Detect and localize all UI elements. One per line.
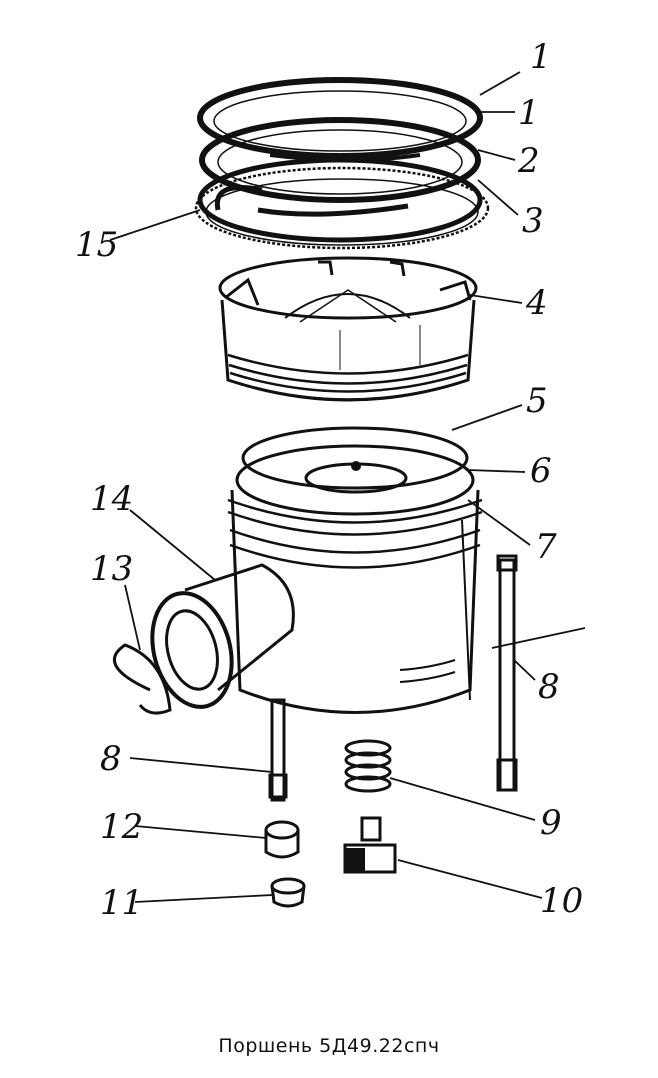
stud-8-left bbox=[268, 698, 288, 802]
piston-ring-2 bbox=[199, 117, 481, 203]
callout-8-left: 8 bbox=[100, 739, 122, 779]
callout-8-right: 8 bbox=[538, 667, 560, 707]
callout-12: 12 bbox=[100, 807, 143, 847]
stud-8-right bbox=[496, 554, 518, 792]
callout-2: 2 bbox=[517, 141, 540, 181]
callout-13: 13 bbox=[90, 549, 133, 589]
bushing-12 bbox=[264, 820, 300, 859]
leader-lines bbox=[109, 71, 586, 903]
callout-10: 10 bbox=[540, 881, 583, 921]
retaining-ring-13 bbox=[113, 643, 172, 715]
piston-body bbox=[227, 426, 483, 714]
piston-crown-4 bbox=[218, 256, 478, 402]
callout-5: 5 bbox=[526, 381, 548, 421]
figure-caption: Поршень 5Д49.22спч bbox=[218, 1035, 440, 1057]
expander-ring-15 bbox=[194, 166, 490, 250]
callout-4: 4 bbox=[525, 283, 548, 323]
callout-7: 7 bbox=[535, 527, 557, 567]
piston-pin-14 bbox=[150, 563, 295, 709]
piston-ring-1 bbox=[197, 77, 483, 159]
valve-body-10 bbox=[343, 816, 397, 874]
callout-1-group: 1 bbox=[530, 37, 552, 77]
callout-15: 15 bbox=[75, 225, 118, 265]
piston-rings-group bbox=[194, 77, 490, 250]
callout-6: 6 bbox=[530, 451, 552, 491]
callout-11: 11 bbox=[100, 883, 143, 923]
spring-9 bbox=[344, 739, 392, 793]
callout-14: 14 bbox=[90, 479, 133, 519]
callout-3: 3 bbox=[522, 201, 544, 241]
callout-9: 9 bbox=[540, 803, 562, 843]
callout-1: 1 bbox=[518, 93, 540, 133]
snap-ring-5 bbox=[241, 426, 469, 490]
nut-11 bbox=[270, 877, 306, 908]
